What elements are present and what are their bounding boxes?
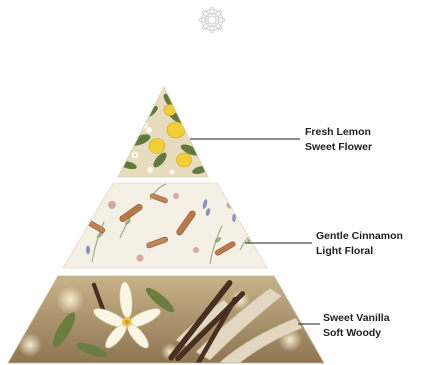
top-note-label: Fresh Lemon Sweet Flower [305, 125, 372, 155]
middle-note-line2: Light Floral [316, 244, 403, 259]
middle-note-line1: Gentle Cinnamon [316, 229, 403, 244]
top-note-line1: Fresh Lemon [305, 125, 372, 140]
top-note-line2: Sweet Flower [305, 140, 372, 155]
middle-note-label: Gentle Cinnamon Light Floral [316, 229, 403, 259]
base-note-line1: Sweet Vanilla [323, 311, 390, 326]
base-note-line2: Soft Woody [323, 326, 390, 341]
pyramid-base-tier [0, 272, 330, 365]
base-note-label: Sweet Vanilla Soft Woody [323, 311, 390, 341]
pyramid-top-tier [110, 85, 220, 180]
pyramid-middle-tier [60, 180, 270, 272]
